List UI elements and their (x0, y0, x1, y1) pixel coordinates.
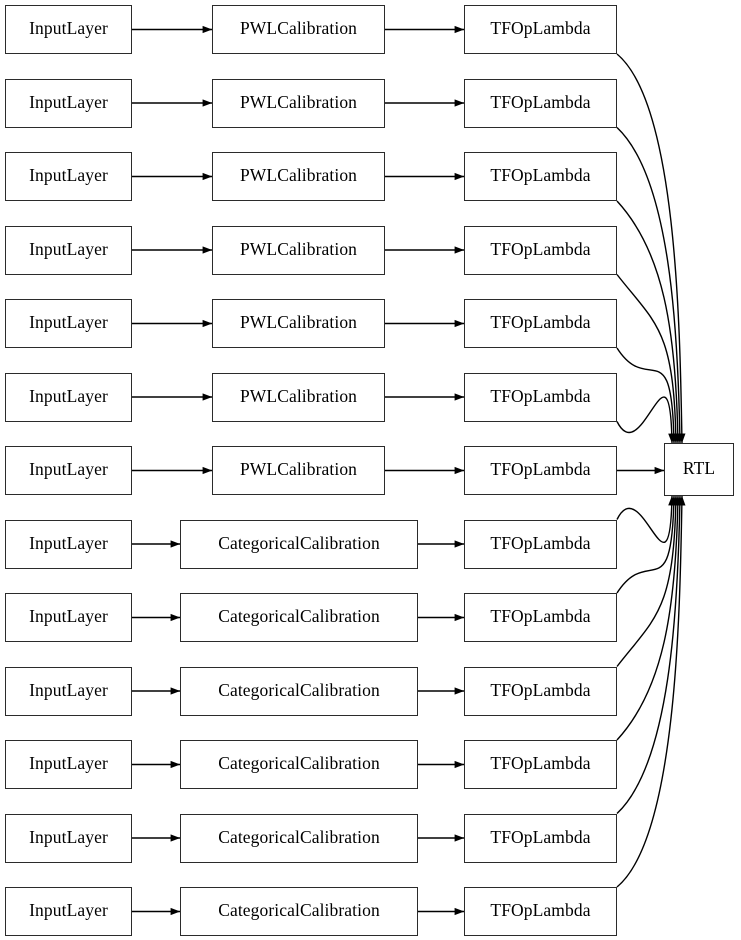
node-tfoplambda[interactable]: TFOpLambda (464, 5, 617, 54)
node-input-layer[interactable]: InputLayer (5, 5, 132, 54)
node-tfoplambda-label: TFOpLambda (490, 385, 591, 406)
node-tfoplambda[interactable]: TFOpLambda (464, 887, 617, 936)
node-calibration-pwl[interactable]: PWLCalibration (212, 299, 385, 348)
node-input-layer[interactable]: InputLayer (5, 519, 132, 569)
node-tfoplambda[interactable]: TFOpLambda (464, 299, 617, 348)
node-calibration-pwl[interactable]: PWLCalibration (212, 372, 385, 422)
node-input-layer[interactable]: InputLayer (5, 740, 132, 789)
node-tfoplambda-label: TFOpLambda (490, 91, 591, 112)
node-tfoplambda-label: TFOpLambda (490, 753, 591, 774)
node-tfoplambda-label: TFOpLambda (490, 312, 591, 333)
node-calibration-pwl[interactable]: PWLCalibration (212, 78, 385, 128)
node-tfoplambda-label: TFOpLambda (490, 826, 591, 847)
node-input-layer[interactable]: InputLayer (5, 593, 132, 642)
node-tfoplambda-label: TFOpLambda (490, 679, 591, 700)
node-calibration-categorical[interactable]: CategoricalCalibration (180, 740, 418, 789)
node-calibration-pwl-label: PWLCalibration (239, 459, 358, 480)
node-input-layer-label: InputLayer (29, 753, 108, 774)
node-tfoplambda-label: TFOpLambda (490, 459, 591, 480)
node-input-layer[interactable]: InputLayer (5, 887, 132, 936)
node-calibration-categorical-label: CategoricalCalibration (218, 679, 380, 700)
node-input-layer-label: InputLayer (29, 385, 108, 406)
node-input-layer-label: InputLayer (29, 18, 108, 39)
node-tfoplambda-label: TFOpLambda (490, 606, 591, 627)
node-calibration-pwl[interactable]: PWLCalibration (212, 152, 385, 201)
node-calibration-pwl[interactable]: PWLCalibration (212, 225, 385, 275)
node-tfoplambda[interactable]: TFOpLambda (464, 593, 617, 642)
node-calibration-categorical[interactable]: CategoricalCalibration (180, 593, 418, 642)
node-input-layer-label: InputLayer (29, 238, 108, 259)
node-input-layer-label: InputLayer (29, 91, 108, 112)
node-calibration-categorical-label: CategoricalCalibration (218, 606, 380, 627)
node-tfoplambda[interactable]: TFOpLambda (464, 446, 617, 495)
node-input-layer-label: InputLayer (29, 165, 108, 186)
node-input-layer[interactable]: InputLayer (5, 299, 132, 348)
node-calibration-pwl[interactable]: PWLCalibration (212, 5, 385, 54)
node-input-layer[interactable]: InputLayer (5, 813, 132, 863)
node-input-layer-label: InputLayer (29, 900, 108, 921)
node-input-layer-label: InputLayer (29, 532, 108, 553)
node-tfoplambda[interactable]: TFOpLambda (464, 78, 617, 128)
node-calibration-pwl-label: PWLCalibration (239, 165, 358, 186)
node-tfoplambda[interactable]: TFOpLambda (464, 519, 617, 569)
node-input-layer-label: InputLayer (29, 312, 108, 333)
node-calibration-pwl-label: PWLCalibration (239, 238, 358, 259)
node-calibration-categorical[interactable]: CategoricalCalibration (180, 519, 418, 569)
node-input-layer[interactable]: InputLayer (5, 372, 132, 422)
node-calibration-categorical[interactable]: CategoricalCalibration (180, 887, 418, 936)
node-input-layer-label: InputLayer (29, 826, 108, 847)
node-input-layer[interactable]: InputLayer (5, 666, 132, 716)
node-calibration-pwl-label: PWLCalibration (239, 385, 358, 406)
node-tfoplambda-label: TFOpLambda (490, 18, 591, 39)
node-tfoplambda[interactable]: TFOpLambda (464, 372, 617, 422)
node-output-rtl[interactable]: RTL (664, 443, 734, 496)
node-output-rtl-label: RTL (682, 458, 716, 479)
node-calibration-categorical-label: CategoricalCalibration (218, 753, 380, 774)
node-input-layer-label: InputLayer (29, 606, 108, 627)
node-calibration-pwl-label: PWLCalibration (239, 91, 358, 112)
node-calibration-pwl-label: PWLCalibration (239, 312, 358, 333)
node-tfoplambda[interactable]: TFOpLambda (464, 740, 617, 789)
node-tfoplambda[interactable]: TFOpLambda (464, 813, 617, 863)
node-input-layer-label: InputLayer (29, 459, 108, 480)
node-tfoplambda-label: TFOpLambda (490, 238, 591, 259)
node-tfoplambda[interactable]: TFOpLambda (464, 225, 617, 275)
node-calibration-categorical-label: CategoricalCalibration (218, 826, 380, 847)
node-tfoplambda[interactable]: TFOpLambda (464, 152, 617, 201)
node-calibration-categorical[interactable]: CategoricalCalibration (180, 666, 418, 716)
node-calibration-categorical[interactable]: CategoricalCalibration (180, 813, 418, 863)
node-tfoplambda[interactable]: TFOpLambda (464, 666, 617, 716)
node-input-layer[interactable]: InputLayer (5, 446, 132, 495)
node-calibration-pwl[interactable]: PWLCalibration (212, 446, 385, 495)
node-calibration-pwl-label: PWLCalibration (239, 18, 358, 39)
node-input-layer-label: InputLayer (29, 679, 108, 700)
node-tfoplambda-label: TFOpLambda (490, 532, 591, 553)
node-tfoplambda-label: TFOpLambda (490, 900, 591, 921)
node-tfoplambda-label: TFOpLambda (490, 165, 591, 186)
node-calibration-categorical-label: CategoricalCalibration (218, 900, 380, 921)
node-input-layer[interactable]: InputLayer (5, 152, 132, 201)
node-input-layer[interactable]: InputLayer (5, 225, 132, 275)
node-calibration-categorical-label: CategoricalCalibration (218, 532, 380, 553)
node-input-layer[interactable]: InputLayer (5, 78, 132, 128)
